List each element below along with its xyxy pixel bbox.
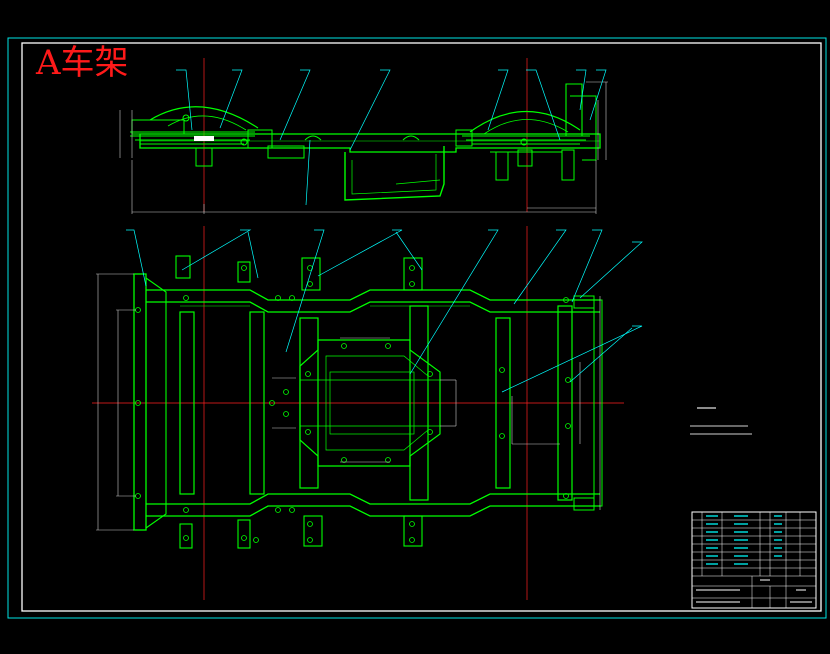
plan-view-leaders [126, 229, 643, 393]
front-bumper [133, 273, 147, 531]
center-mount [299, 339, 441, 467]
side-view-leaders [176, 69, 607, 206]
rear-end-plate [593, 299, 603, 507]
technical-notes [690, 407, 752, 435]
bolt-holes [135, 265, 571, 543]
inner-frame [21, 42, 822, 612]
cross-member-1 [179, 311, 195, 495]
lower-rail [146, 493, 600, 517]
drawing-title: A车架 [35, 43, 129, 83]
upper-rail [146, 289, 600, 313]
fuel-tank-side [344, 146, 445, 201]
cross-member-6 [557, 305, 573, 501]
cross-member-5 [495, 317, 511, 489]
plan-view [92, 226, 624, 600]
front-leaf-spring [130, 131, 255, 149]
outer-border [7, 37, 827, 619]
side-view [119, 58, 608, 214]
title-block [691, 511, 817, 609]
rear-fender-arc [469, 110, 581, 133]
front-fender-arc [149, 106, 259, 129]
cross-member-2 [249, 311, 265, 495]
plan-dimensions [96, 273, 601, 531]
